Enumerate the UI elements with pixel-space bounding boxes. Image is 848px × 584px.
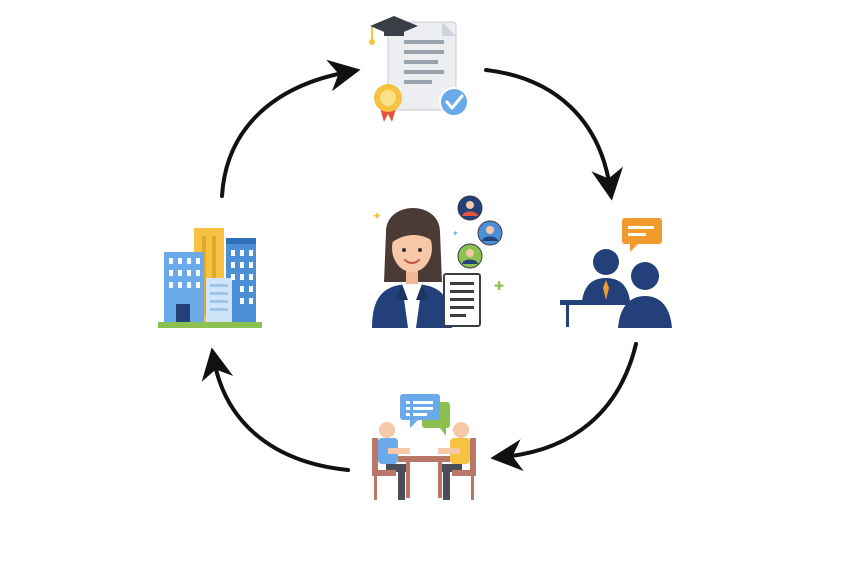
svg-text:✦: ✦	[452, 229, 459, 238]
one-on-one-meeting-icon	[372, 394, 476, 500]
cycle-arrows	[201, 59, 638, 472]
svg-text:✚: ✚	[494, 279, 504, 293]
arrow-interview-to-meeting	[490, 342, 638, 472]
arrow-meeting-to-company	[201, 347, 350, 472]
interview-panel-icon	[560, 218, 672, 328]
candidate-avatar-icon	[457, 243, 483, 269]
diploma-certificate-icon	[369, 16, 469, 122]
arrow-certificate-to-interview	[484, 68, 624, 201]
candidate-avatar-icon	[457, 195, 483, 221]
svg-text:✦: ✦	[372, 209, 382, 223]
candidate-avatar-icon	[477, 220, 503, 246]
recruiter-with-candidates-icon: ✦ ✚ ✦	[372, 195, 504, 328]
office-building-icon	[158, 228, 262, 328]
arrow-company-to-certificate	[220, 59, 361, 198]
